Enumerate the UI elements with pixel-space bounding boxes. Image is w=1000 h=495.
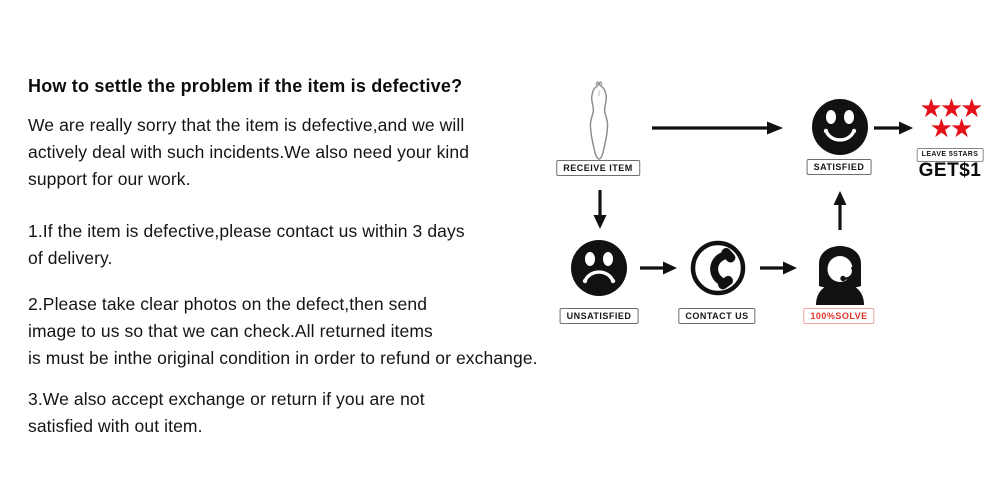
get-dollar-bonus-text: GET$1: [918, 160, 982, 181]
unsatisfied-label: UNSATISFIED: [559, 308, 639, 324]
arrow-up-icon: [833, 191, 847, 230]
sad-face-icon: [571, 240, 627, 296]
policy-point-2: 2.Please take clear photos on the defect…: [28, 294, 538, 368]
contact-us-label: CONTACT US: [678, 308, 756, 324]
page-title: How to settle the problem if the item is…: [28, 76, 463, 96]
leave-stars-label: LEAVE 5STARS: [916, 148, 984, 162]
satisfied-label: SATISFIED: [806, 159, 872, 175]
stars-row-bottom: ★★: [929, 113, 974, 143]
arrow-right-icon: [652, 121, 783, 135]
arrow-down-icon: [593, 190, 607, 229]
dress-icon: [589, 81, 609, 160]
arrow-right-icon: [874, 121, 913, 135]
support-agent-icon: [816, 246, 864, 305]
phone-icon: [690, 240, 746, 296]
smiley-face-icon: [812, 99, 868, 155]
stars-row-top: ★★★: [919, 93, 984, 123]
five-red-stars-icon: ★★★ ★★: [919, 93, 984, 143]
intro-paragraph: We are really sorry that the item is def…: [28, 115, 470, 189]
policy-point-3: 3.We also accept exchange or return if y…: [28, 389, 425, 436]
arrow-right-icon: [640, 261, 677, 275]
policy-point-1: 1.If the item is defective,please contac…: [28, 221, 465, 268]
solve-label: 100%SOLVE: [803, 308, 875, 324]
arrow-right-icon: [760, 261, 797, 275]
receive-item-label: RECEIVE ITEM: [556, 160, 640, 176]
